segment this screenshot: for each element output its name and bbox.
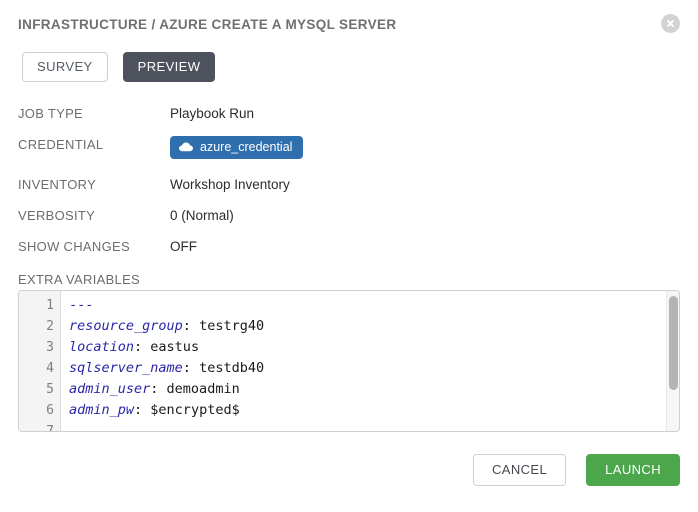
code-separator: :	[183, 318, 191, 334]
tab-survey[interactable]: SURVEY	[22, 52, 108, 82]
code-key: admin_user	[69, 381, 150, 397]
modal-header: INFRASTRUCTURE / AZURE CREATE A MYSQL SE…	[18, 14, 680, 36]
modal-footer: CANCEL LAUNCH	[473, 454, 680, 486]
detail-row-inventory: INVENTORY Workshop Inventory	[18, 175, 678, 206]
detail-label-job-type: JOB TYPE	[18, 104, 170, 123]
detail-value-job-type: Playbook Run	[170, 104, 254, 123]
launch-button[interactable]: LAUNCH	[586, 454, 680, 486]
credential-badge-label: azure_credential	[200, 141, 292, 154]
code-separator: :	[134, 339, 142, 355]
detail-label-credential: CREDENTIAL	[18, 135, 170, 154]
detail-row-show-changes: SHOW CHANGES OFF	[18, 237, 678, 268]
code-value: $encrypted$	[142, 402, 240, 418]
detail-value-credential: azure_credential	[170, 135, 303, 159]
code-separator: :	[183, 360, 191, 376]
code-separator: :	[134, 402, 142, 418]
code-line: admin_user: demoadmin	[69, 379, 679, 400]
line-number: 6	[19, 400, 60, 421]
close-icon[interactable]	[661, 14, 680, 33]
detail-value-verbosity: 0 (Normal)	[170, 206, 234, 225]
code-key: sqlserver_name	[69, 360, 183, 376]
code-line: ---	[69, 295, 679, 316]
code-key: admin_pw	[69, 402, 134, 418]
extra-variables-label: EXTRA VARIABLES	[18, 272, 140, 287]
code-value: demoadmin	[158, 381, 239, 397]
modal-tabs: SURVEY PREVIEW	[22, 52, 215, 82]
detail-value-inventory: Workshop Inventory	[170, 175, 290, 194]
code-line: resource_group: testrg40	[69, 316, 679, 337]
detail-label-show-changes: SHOW CHANGES	[18, 237, 170, 256]
code-doc-marker: ---	[69, 297, 93, 313]
detail-label-inventory: INVENTORY	[18, 175, 170, 194]
line-number: 7	[19, 421, 60, 432]
extra-variables-editor[interactable]: 1 2 3 4 5 6 7 --- resource_group: testrg…	[18, 290, 680, 432]
code-value: eastus	[142, 339, 199, 355]
detail-value-show-changes: OFF	[170, 237, 197, 256]
job-details-list: JOB TYPE Playbook Run CREDENTIAL azure_c…	[18, 104, 678, 268]
cloud-icon	[179, 142, 193, 152]
credential-badge[interactable]: azure_credential	[170, 136, 303, 159]
detail-row-verbosity: VERBOSITY 0 (Normal)	[18, 206, 678, 237]
line-number: 1	[19, 295, 60, 316]
code-value: testdb40	[191, 360, 264, 376]
line-number: 5	[19, 379, 60, 400]
code-line: sqlserver_name: testdb40	[69, 358, 679, 379]
code-key: location	[69, 339, 134, 355]
tab-preview[interactable]: PREVIEW	[123, 52, 216, 82]
code-line: location: eastus	[69, 337, 679, 358]
line-number: 3	[19, 337, 60, 358]
detail-row-job-type: JOB TYPE Playbook Run	[18, 104, 678, 135]
line-number: 2	[19, 316, 60, 337]
page-title: INFRASTRUCTURE / AZURE CREATE A MYSQL SE…	[18, 14, 680, 36]
editor-code-area[interactable]: --- resource_group: testrg40 location: e…	[61, 291, 679, 431]
line-number: 4	[19, 358, 60, 379]
scrollbar-thumb[interactable]	[669, 296, 678, 390]
detail-row-credential: CREDENTIAL azure_credential	[18, 135, 678, 175]
detail-label-verbosity: VERBOSITY	[18, 206, 170, 225]
code-key: resource_group	[69, 318, 183, 334]
code-value: testrg40	[191, 318, 264, 334]
editor-vertical-scrollbar[interactable]	[666, 291, 679, 431]
editor-gutter: 1 2 3 4 5 6 7	[19, 291, 61, 431]
cancel-button[interactable]: CANCEL	[473, 454, 566, 486]
code-line: admin_pw: $encrypted$	[69, 400, 679, 421]
